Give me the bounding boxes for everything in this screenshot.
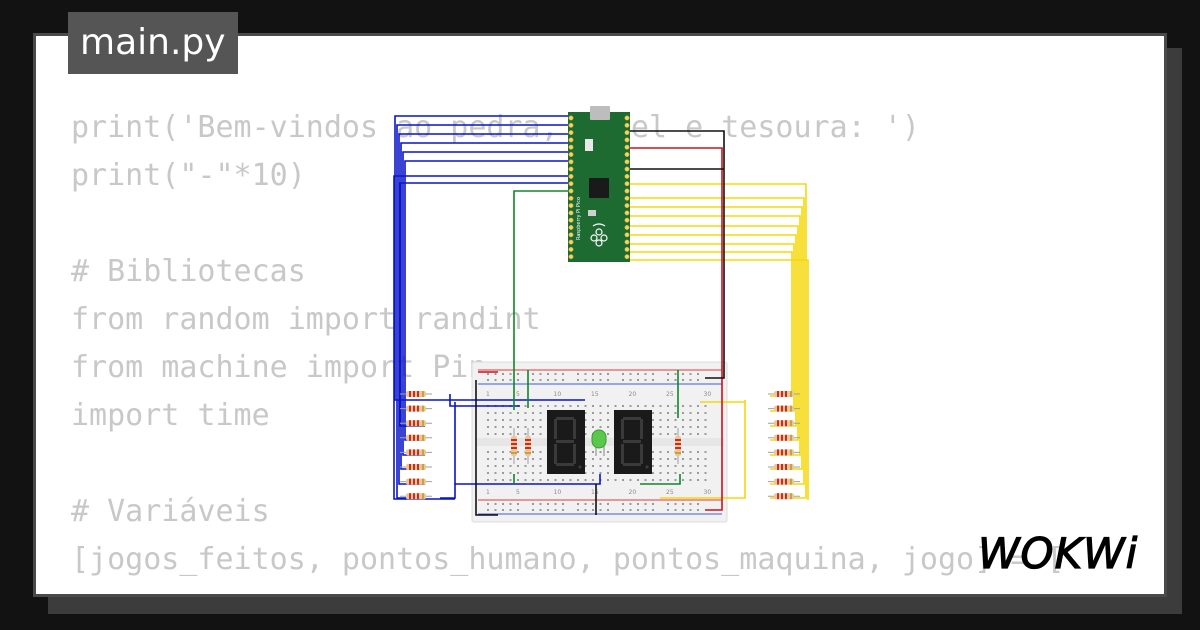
- resistor-icon[interactable]: [768, 420, 800, 427]
- breadboard-column-number: 10: [554, 391, 562, 398]
- board-label: Raspberry Pi Pico: [576, 197, 582, 240]
- led-icon[interactable]: [591, 429, 607, 456]
- code-line: # Bibliotecas: [71, 254, 306, 289]
- resistor-icon[interactable]: [768, 478, 800, 485]
- breadboard-column-number: 30: [704, 489, 712, 496]
- resistor-icon[interactable]: [400, 449, 432, 456]
- black-wires[interactable]: [475, 130, 725, 516]
- pico-board[interactable]: Raspberry Pi Pico: [568, 106, 630, 262]
- code-line: escolhas = ('Pedra', 'Papel', 'Tesoura'): [71, 584, 1064, 594]
- resistor-icon[interactable]: [400, 434, 432, 441]
- code-line: # Variáveis: [71, 494, 270, 529]
- resistor-icon[interactable]: [400, 478, 432, 485]
- resistor-icon[interactable]: [525, 428, 531, 464]
- breadboard-column-number: 5: [516, 489, 520, 496]
- breadboard-column-number: 25: [666, 391, 674, 398]
- resistor-icon[interactable]: [768, 405, 800, 412]
- breadboard-column-number: 20: [629, 489, 637, 496]
- seven-segment-display-icon[interactable]: [614, 410, 652, 474]
- code-line: import time: [71, 398, 270, 433]
- usb-connector-icon: [590, 106, 610, 120]
- resistor-bank-right[interactable]: [768, 391, 800, 500]
- breadboard-column-number: 1: [486, 391, 490, 398]
- code-line: print("-"*10): [71, 158, 306, 193]
- resistor-icon[interactable]: [768, 391, 800, 397]
- green-wires[interactable]: [513, 190, 681, 485]
- red-wire[interactable]: [478, 147, 723, 511]
- breadboard-column-number: 15: [591, 391, 599, 398]
- resistor-icon[interactable]: [400, 391, 432, 397]
- breadboard-column-number: 15: [591, 489, 599, 496]
- resistor-icon[interactable]: [400, 405, 432, 412]
- raspberry-logo-icon: [590, 223, 608, 247]
- breadboard-column-number: 10: [554, 489, 562, 496]
- resistor-icon[interactable]: [768, 493, 800, 500]
- resistor-icon[interactable]: [400, 493, 432, 500]
- logo-text: WOKWi: [978, 529, 1138, 576]
- rp2040-chip: [589, 178, 609, 198]
- resistor-icon[interactable]: [675, 428, 681, 464]
- resistor-icon[interactable]: [400, 464, 432, 470]
- resistor-icon[interactable]: [511, 428, 517, 464]
- breadboard-column-number: 5: [516, 391, 520, 398]
- resistor-icon[interactable]: [768, 449, 800, 456]
- wokwi-logo: WOKWi: [978, 528, 1138, 576]
- file-tab[interactable]: main.py: [68, 12, 238, 74]
- resistor-icon[interactable]: [768, 434, 800, 441]
- breadboard-column-number: 1: [486, 489, 490, 496]
- code-line: from random import randint: [71, 302, 541, 337]
- seven-segment-display-icon[interactable]: [547, 410, 585, 474]
- resistor-icon[interactable]: [768, 464, 800, 470]
- breadboard-column-number: 20: [629, 391, 637, 398]
- resistor-icon[interactable]: [400, 420, 432, 427]
- resistor-bank-left[interactable]: [400, 391, 432, 500]
- breadboard-column-number: 30: [704, 391, 712, 398]
- code-line: from machine import Pin: [71, 350, 487, 385]
- breadboard-column-number: 25: [666, 489, 674, 496]
- code-line: [jogos_feitos, pontos_humano, pontos_maq…: [71, 542, 1065, 577]
